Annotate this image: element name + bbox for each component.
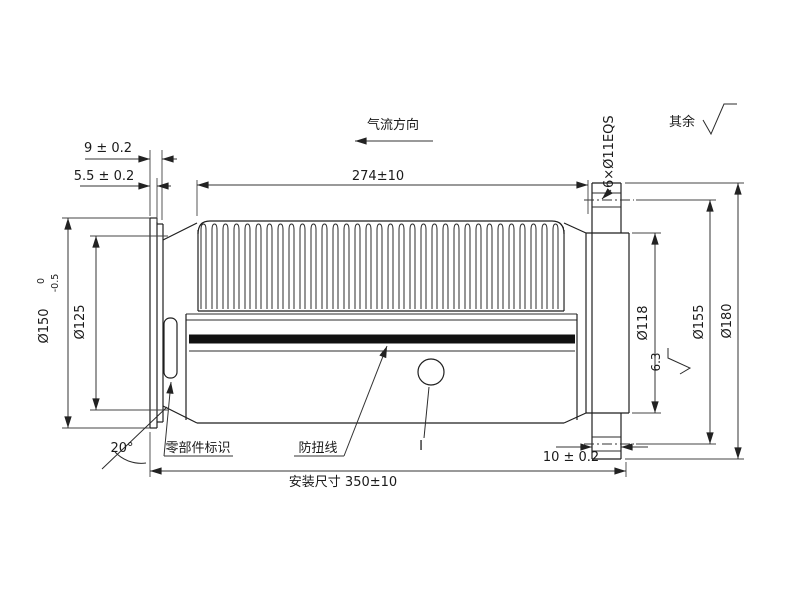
dim-bellows-length: 274±10 <box>196 169 589 216</box>
roughness-value: 6.3 <box>649 352 663 371</box>
others-label: 其余 <box>669 114 695 130</box>
bolt-holes-label: 6×Ø11EQS <box>602 115 617 188</box>
dim-flange-rib: 9 ± 0.2 <box>84 141 177 220</box>
left-flange <box>149 217 198 429</box>
dim-d150-label: Ø150 <box>37 308 52 343</box>
corrugation-ridges <box>199 221 564 311</box>
part-id-label: 零部件标识 <box>165 441 230 456</box>
dim-350-label: 安装尺寸 350±10 <box>289 475 397 490</box>
airflow-label: 气流方向 <box>367 117 419 133</box>
dim-d155: Ø155 <box>636 199 716 445</box>
callout-detail: I <box>419 386 430 454</box>
dim-5-5-label: 5.5 ± 0.2 <box>74 169 135 184</box>
dim-d150-tol-lower: -0.5 <box>50 274 61 293</box>
airflow-direction: 气流方向 <box>355 117 433 145</box>
dim-d118-label: Ø118 <box>636 305 651 340</box>
braid-cover <box>185 313 578 424</box>
roughness-mark: 6.3 <box>649 348 692 375</box>
part-id-plate <box>163 317 178 379</box>
dim-d150: Ø150 0 -0.5 <box>36 217 150 429</box>
dim-274-label: 274±10 <box>352 169 404 184</box>
dim-flange-step: 5.5 ± 0.2 <box>74 169 171 222</box>
dim-d125: Ø125 <box>73 235 168 411</box>
surface-note: 其余 <box>669 103 737 136</box>
dim-flange-thickness: 10 ± 0.2 <box>543 443 648 465</box>
roughness-check-icon <box>667 348 692 375</box>
anti-twist-label: 防扭线 <box>298 440 337 456</box>
dim-d150-tol-upper: 0 <box>36 278 47 284</box>
dim-cone-angle: 20° <box>101 406 168 470</box>
dim-20deg-label: 20° <box>110 441 133 456</box>
bellows-section <box>197 220 565 312</box>
dim-d125-label: Ø125 <box>73 304 88 339</box>
dim-d180: Ø180 <box>625 182 744 460</box>
callout-anti-twist: 防扭线 <box>294 345 388 457</box>
dim-d180-label: Ø180 <box>720 303 735 338</box>
dim-d155-label: Ø155 <box>692 304 707 339</box>
dim-9-label: 9 ± 0.2 <box>84 141 132 156</box>
right-flange <box>563 182 634 460</box>
detail-label: I <box>419 439 423 454</box>
bolt-holes-note: 6×Ø11EQS <box>601 115 617 200</box>
dim-10-label: 10 ± 0.2 <box>543 450 599 465</box>
callout-part-id: 零部件标识 <box>163 381 233 457</box>
dim-install-length: 安装尺寸 350±10 <box>149 432 627 490</box>
roughness-check-icon <box>702 103 737 136</box>
detail-circle <box>417 358 445 386</box>
dim-d118: Ø118 <box>632 232 661 414</box>
